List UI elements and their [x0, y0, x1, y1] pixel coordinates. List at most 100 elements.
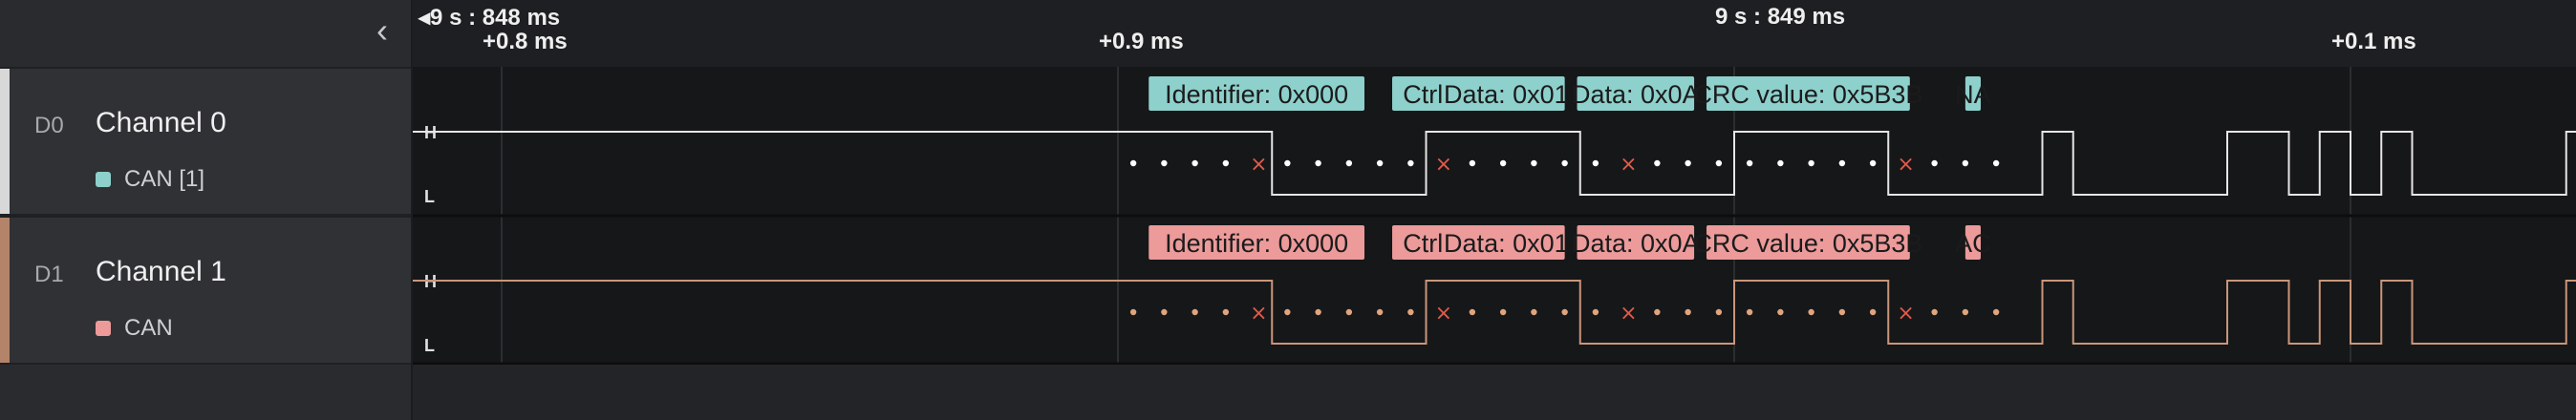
sample-dot-icon — [1345, 308, 1353, 316]
decoded-frame-bubble — [1392, 225, 1454, 260]
decoded-frame-bubble — [1706, 76, 1910, 111]
sample-dot-icon — [1715, 159, 1723, 167]
sample-dot-icon — [1129, 159, 1137, 167]
stuff-bit-x-icon: × — [1435, 153, 1452, 177]
sample-dot-icon — [1746, 308, 1753, 316]
decoded-frame-bubble — [1148, 76, 1364, 111]
analyzer-color-swatch — [96, 172, 111, 187]
stuff-bit-x-icon: × — [1897, 153, 1914, 177]
sample-dot-icon — [1777, 159, 1784, 167]
time-label: 9 s : 849 ms — [1715, 4, 1846, 30]
sample-dot-icon — [1161, 308, 1168, 316]
decoded-frame-label: CRC value: 0x5B3B — [1693, 229, 1922, 258]
sample-dot-icon — [1191, 308, 1198, 316]
sample-dot-icon — [1808, 308, 1814, 316]
sample-dot-icon — [1592, 159, 1599, 167]
decoded-frame-label: Identifier: 0x000 — [1165, 80, 1348, 109]
time-label: +0.9 ms — [1099, 29, 1184, 54]
sample-dot-icon — [1129, 308, 1137, 316]
sample-dot-icon — [1407, 308, 1414, 316]
sample-dot-icon — [1345, 159, 1353, 167]
sample-dot-icon — [1222, 159, 1230, 167]
time-label: +0.8 ms — [483, 29, 568, 54]
sample-dot-icon — [1161, 159, 1168, 167]
time-label: +0.1 ms — [2331, 29, 2416, 54]
analyzer-color-swatch — [96, 321, 111, 336]
decoded-frame-bubble — [1964, 225, 1981, 260]
sample-dot-icon — [1561, 308, 1568, 316]
channel-0-color-strip — [0, 69, 10, 214]
sample-dot-icon — [1715, 308, 1723, 316]
channel-0-name[interactable]: Channel 0 — [96, 107, 226, 138]
decoded-frame-label: Data: 0x0A — [1572, 229, 1700, 258]
sample-dot-icon — [1315, 308, 1321, 316]
sample-dot-icon — [1992, 308, 2000, 316]
stuff-bit-x-icon: × — [1250, 302, 1267, 326]
decoded-frame-bubble — [1448, 225, 1565, 260]
sample-dot-icon — [1376, 159, 1384, 167]
channel-sidebar: ‹ D0 Channel 0 CAN [1] D1 Channel 1 CAN — [0, 0, 413, 420]
decoded-frame-label: Identifier: 0x000 — [1165, 229, 1348, 258]
channel-row-0[interactable]: D0 Channel 0 CAN [1] — [0, 67, 411, 216]
channel-1-color-strip — [0, 218, 10, 363]
low-level-label: L — [424, 187, 435, 206]
channel-0-id: D0 — [34, 113, 64, 138]
sample-dot-icon — [1561, 159, 1568, 167]
decoded-frame-label: Data: 0x01 — [1444, 229, 1569, 258]
sample-dot-icon — [1962, 159, 1969, 167]
stuff-bit-x-icon: × — [1435, 302, 1452, 326]
decoded-frame-label: Ctrl — [1403, 80, 1443, 109]
channel-1-id: D1 — [34, 262, 64, 287]
decoded-frame-bubble — [1148, 225, 1364, 260]
decoded-frame-bubble — [1577, 225, 1695, 260]
decoded-frame-label: NA — [1955, 80, 1991, 109]
decoded-frame-label: AC — [1955, 229, 1991, 258]
decoded-frame-bubble — [1392, 76, 1454, 111]
channel-row-1[interactable]: D1 Channel 1 CAN — [0, 216, 411, 365]
sample-dot-icon — [1531, 159, 1537, 167]
sample-dot-icon — [1746, 159, 1753, 167]
empty-channel-area — [413, 365, 2576, 420]
sample-dot-icon — [1407, 159, 1414, 167]
channel-1-analyzer-label: CAN — [124, 315, 173, 341]
sample-dot-icon — [1962, 308, 1969, 316]
sample-dot-icon — [1376, 308, 1384, 316]
decoded-frame-label: Ctrl — [1403, 229, 1443, 258]
sample-dot-icon — [1222, 308, 1230, 316]
waveform-trace — [413, 131, 2576, 196]
waveform-trace — [413, 280, 2576, 345]
channel-0-analyzer[interactable]: CAN [1] — [96, 166, 204, 193]
decoded-frame-bubble — [1577, 76, 1695, 111]
sample-dot-icon — [1931, 308, 1938, 316]
sample-dot-icon — [1838, 308, 1846, 316]
sample-dot-icon — [1284, 159, 1291, 167]
sample-dot-icon — [1592, 308, 1599, 316]
sample-dot-icon — [1469, 308, 1476, 316]
sample-dot-icon — [1315, 159, 1321, 167]
timeline-header[interactable]: ◂9 s : 848 ms+0.8 ms +0.9 ms 9 s : 849 ms +… — [413, 0, 2576, 69]
sample-dot-icon — [1191, 159, 1198, 167]
sample-dot-icon — [1284, 308, 1291, 316]
sample-dot-icon — [1992, 159, 2000, 167]
sample-dot-icon — [1777, 308, 1784, 316]
sample-dot-icon — [1931, 159, 1938, 167]
decoded-frame-label: Data: 0x01 — [1444, 80, 1569, 109]
channel-1-name[interactable]: Channel 1 — [96, 256, 226, 287]
decoded-frame-bubble — [1706, 225, 1910, 260]
time-label: ◂9 s : 848 ms — [419, 5, 561, 31]
chevron-left-icon[interactable]: ‹ — [376, 10, 388, 50]
decoded-frame-label: CRC value: 0x5B3B — [1693, 80, 1922, 109]
stuff-bit-x-icon: × — [1250, 153, 1267, 177]
channel-1-analyzer[interactable]: CAN — [96, 315, 173, 342]
sample-dot-icon — [1654, 159, 1661, 167]
stuff-bit-x-icon: × — [1620, 153, 1637, 177]
decoded-frame-bubble — [1448, 76, 1565, 111]
stuff-bit-x-icon: × — [1620, 302, 1637, 326]
sample-dot-icon — [1531, 308, 1537, 316]
low-level-label: L — [424, 336, 435, 355]
sample-dot-icon — [1869, 159, 1877, 167]
decoded-frame-label: Data: 0x0A — [1572, 80, 1700, 109]
sample-dot-icon — [1808, 159, 1814, 167]
sample-dot-icon — [1499, 308, 1507, 316]
